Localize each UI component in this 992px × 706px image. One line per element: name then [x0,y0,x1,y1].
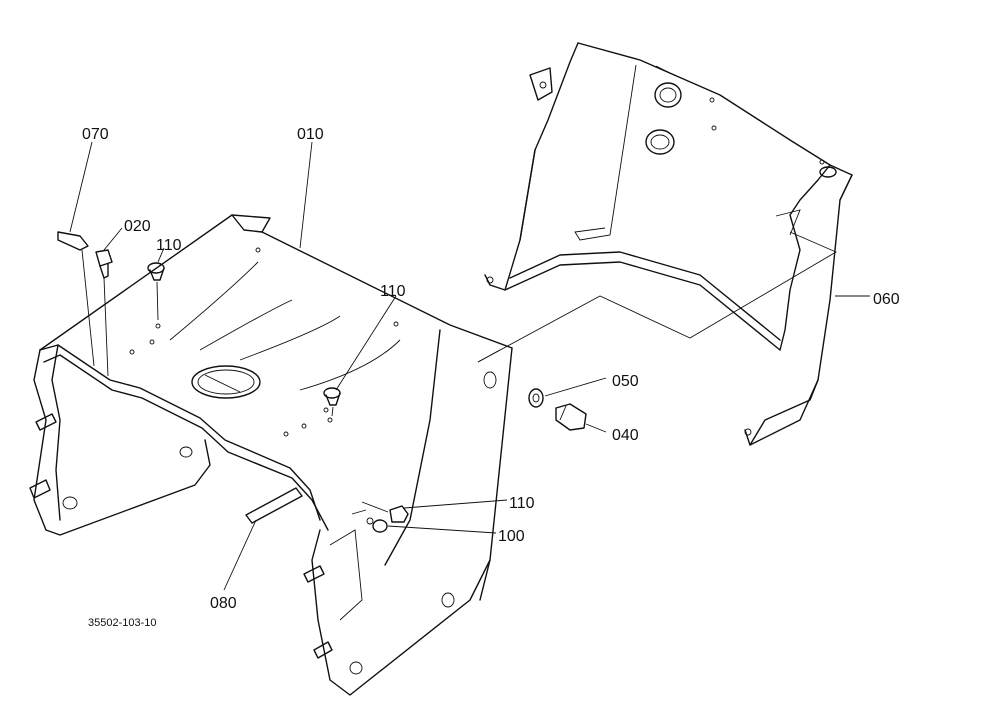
part-110-grommet-side [351,501,409,523]
part-070-clip [57,231,95,367]
label-040: 040 [612,427,639,444]
part-020-screw [95,249,113,377]
front-cover-panel [29,214,513,696]
label-110-top: 110 [156,237,182,254]
label-060: 060 [873,291,900,308]
stud-bolt [29,413,333,659]
label-100: 100 [498,528,525,545]
label-070: 070 [82,126,109,143]
part-110-grommet-top [147,262,165,321]
label-110-side: 110 [509,495,535,512]
leader-lines [69,141,870,591]
label-050: 050 [612,373,639,390]
label-010: 010 [297,126,324,143]
label-110-middle: 110 [380,283,406,300]
part-040-bolt [555,403,587,431]
label-080: 080 [210,595,237,612]
label-020: 020 [124,218,151,235]
part-110-grommet-middle [323,387,341,417]
part-100-nut [366,517,388,533]
part-050-washer [528,388,544,408]
rear-cover-panel [484,42,853,446]
part-080-seal-strip [245,487,303,524]
drawing-number: 35502-103-10 [88,617,157,629]
assembly-guide-lines [477,231,837,363]
